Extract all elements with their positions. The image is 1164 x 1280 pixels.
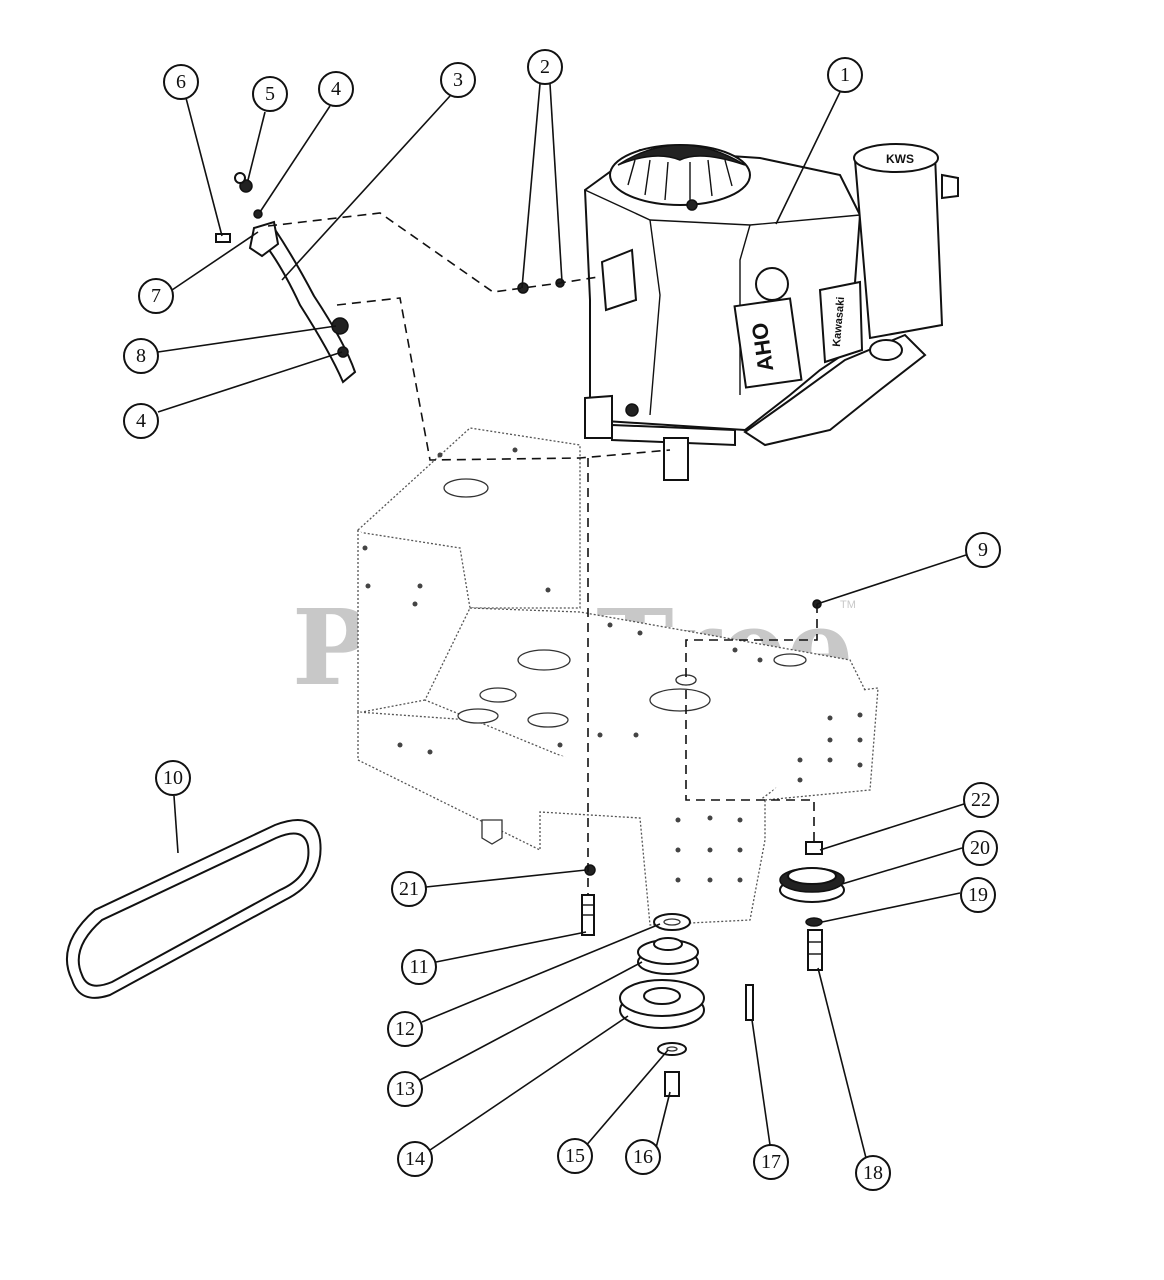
- engine-brand-label: Kawasaki: [831, 296, 847, 347]
- callout-7[interactable]: 7: [138, 278, 174, 314]
- washer-21[interactable]: [584, 864, 596, 876]
- callout-16[interactable]: 16: [625, 1139, 661, 1175]
- callout-9[interactable]: 9: [965, 532, 1001, 568]
- svg-text:17: 17: [761, 1151, 781, 1173]
- bolt-11[interactable]: [581, 894, 595, 936]
- callout-17[interactable]: 17: [753, 1144, 789, 1180]
- callout-3[interactable]: 3: [440, 62, 476, 98]
- svg-text:13: 13: [395, 1078, 415, 1100]
- callout-10[interactable]: 10: [155, 760, 191, 796]
- svg-text:19: 19: [968, 884, 988, 906]
- callout-12[interactable]: 12: [387, 1011, 423, 1047]
- callout-5[interactable]: 5: [252, 76, 288, 112]
- svg-text:7: 7: [151, 285, 161, 307]
- svg-text:8: 8: [136, 345, 146, 367]
- nut-22[interactable]: [805, 841, 823, 855]
- svg-text:3: 3: [453, 69, 463, 91]
- callout-4-top[interactable]: 4: [318, 71, 354, 107]
- watermark-trademark: TM: [840, 599, 856, 611]
- bolt-16[interactable]: [664, 1071, 680, 1097]
- svg-text:10: 10: [163, 767, 183, 789]
- svg-text:4: 4: [136, 410, 146, 432]
- svg-text:11: 11: [409, 956, 428, 978]
- callout-18[interactable]: 18: [855, 1155, 891, 1191]
- svg-text:2: 2: [540, 56, 550, 78]
- callout-19[interactable]: 19: [960, 877, 996, 913]
- callout-6[interactable]: 6: [163, 64, 199, 100]
- callout-2[interactable]: 2: [527, 49, 563, 85]
- svg-text:20: 20: [970, 837, 990, 859]
- bearing-12[interactable]: [653, 913, 691, 931]
- svg-text:5: 5: [265, 83, 275, 105]
- bolt-18[interactable]: [807, 929, 823, 971]
- callout-20[interactable]: 20: [962, 830, 998, 866]
- engine[interactable]: AHO Kawasaki KWS: [583, 143, 959, 481]
- idler-pulley-20[interactable]: [779, 867, 845, 903]
- svg-text:18: 18: [863, 1162, 883, 1184]
- svg-text:21: 21: [399, 878, 419, 900]
- callout-22[interactable]: 22: [963, 782, 999, 818]
- washer-15[interactable]: [657, 1042, 687, 1056]
- svg-text:15: 15: [565, 1145, 585, 1167]
- assembly-lines: [267, 212, 818, 895]
- svg-text:6: 6: [176, 71, 186, 93]
- pulley-14[interactable]: [619, 979, 705, 1029]
- svg-text:9: 9: [978, 539, 988, 561]
- svg-text:16: 16: [633, 1146, 653, 1168]
- svg-text:12: 12: [395, 1018, 415, 1040]
- air-filter-label: KWS: [886, 152, 914, 166]
- leader-lines: [157, 83, 967, 1159]
- fuel-line[interactable]: [248, 220, 357, 384]
- callout-1[interactable]: 1: [827, 57, 863, 93]
- svg-text:4: 4: [331, 78, 341, 100]
- callout-21[interactable]: 21: [391, 871, 427, 907]
- drive-belt[interactable]: [65, 819, 322, 999]
- svg-text:1: 1: [840, 64, 850, 86]
- callout-8[interactable]: 8: [123, 338, 159, 374]
- washer-19[interactable]: [805, 917, 823, 927]
- callout-11[interactable]: 11: [401, 949, 437, 985]
- chassis-frame: [357, 427, 879, 926]
- svg-text:22: 22: [971, 789, 991, 811]
- pulley-13[interactable]: [637, 937, 699, 975]
- callout-4-bottom[interactable]: 4: [123, 403, 159, 439]
- svg-text:14: 14: [405, 1148, 425, 1170]
- callout-14[interactable]: 14: [397, 1141, 433, 1177]
- callout-15[interactable]: 15: [557, 1138, 593, 1174]
- callout-13[interactable]: 13: [387, 1071, 423, 1107]
- key-17[interactable]: [745, 984, 754, 1021]
